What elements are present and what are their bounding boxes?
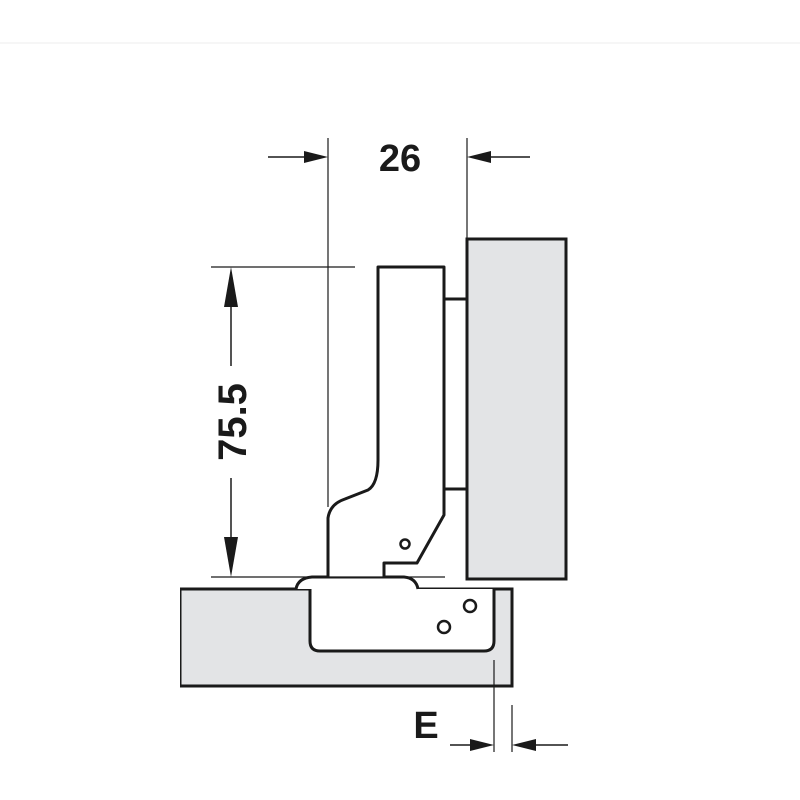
arrow-left-icon: [467, 151, 491, 163]
arrow-right-icon: [304, 151, 328, 163]
width-label: 26: [379, 138, 421, 180]
door-panel: [465, 237, 568, 581]
arrow-right-icon: [470, 739, 494, 751]
arrow-up-icon: [224, 267, 238, 307]
arrow-left-icon: [512, 739, 536, 751]
screw-hole: [436, 619, 452, 635]
hinge-cup: [308, 589, 496, 653]
overlay-dimension: E: [413, 660, 568, 752]
hinge-arm-hole: [399, 538, 411, 550]
screw-hole: [462, 598, 478, 614]
hinge-arm: [326, 265, 446, 577]
height-dimension: 75.5: [211, 266, 445, 578]
height-label: 75.5: [211, 383, 255, 461]
mounting-plate: [294, 575, 420, 590]
arrow-down-icon: [224, 537, 238, 577]
overlay-label: E: [413, 705, 438, 747]
panel-cut-edge: [176, 587, 180, 689]
hinge-mount-block: [442, 297, 469, 491]
width-dimension: 26: [268, 138, 530, 507]
